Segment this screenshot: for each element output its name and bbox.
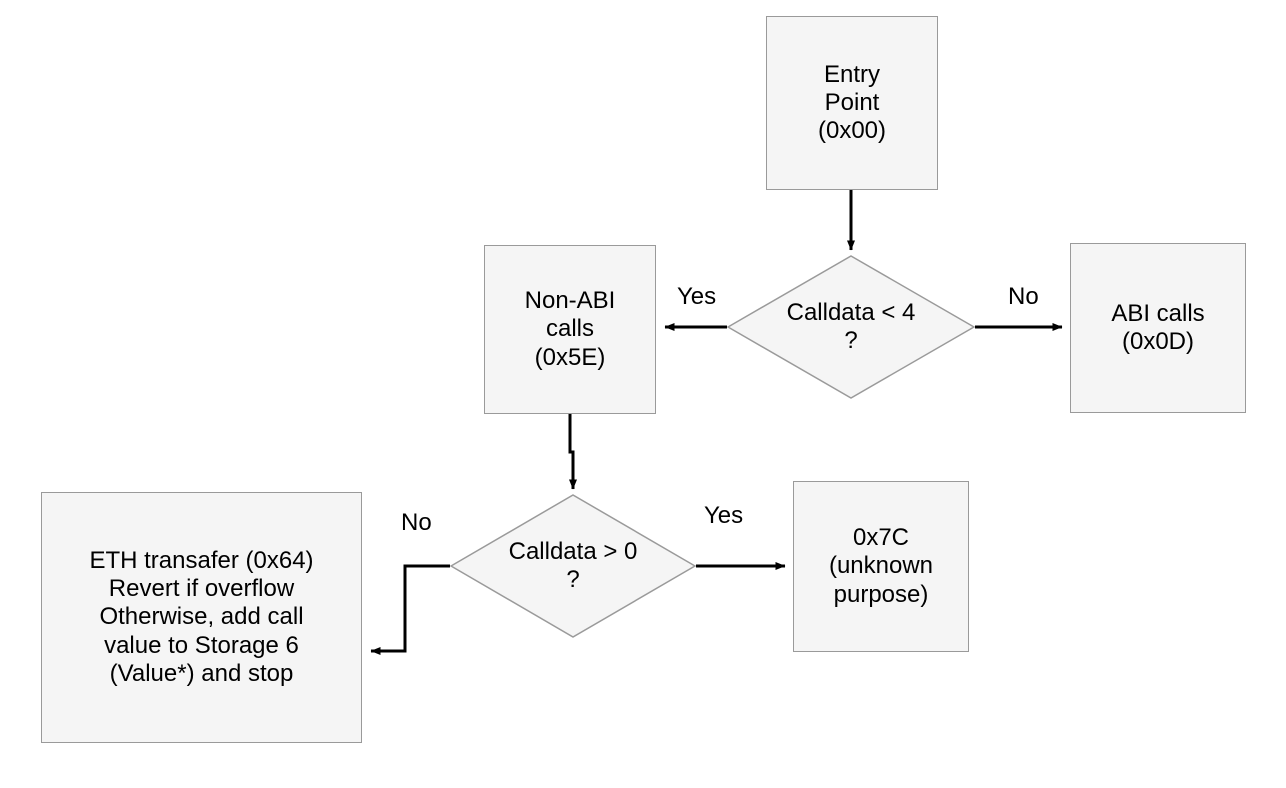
entry-point-node[interactable]: Entry Point (0x00) bbox=[766, 16, 938, 190]
edge-non-abi-to-calldata-gt-0 bbox=[568, 414, 577, 490]
edge-label-yes-calldata-gt-0: Yes bbox=[704, 502, 744, 529]
abi-calls-label: ABI calls (0x0D) bbox=[1111, 299, 1205, 355]
calldata-less-than-4-label: Calldata < 4 ? bbox=[786, 298, 916, 354]
edge-label-no-calldata-gt-0: No bbox=[401, 509, 432, 536]
non-abi-calls-label: Non-ABI calls (0x5E) bbox=[524, 287, 616, 371]
calldata-greater-than-0-label: Calldata > 0 ? bbox=[508, 537, 638, 593]
edge-label-no-calldata-lt-4: No bbox=[1008, 283, 1039, 310]
unknown-purpose-label: 0x7C (unknown purpose) bbox=[828, 524, 934, 608]
edge-calldata-gt-0-no-to-eth-transfer bbox=[370, 564, 450, 655]
entry-point-label: Entry Point (0x00) bbox=[817, 60, 887, 145]
calldata-greater-than-0-decision[interactable]: Calldata > 0 ? bbox=[450, 494, 696, 638]
non-abi-calls-node[interactable]: Non-ABI calls (0x5E) bbox=[484, 245, 656, 414]
edge-label-yes-calldata-lt-4: Yes bbox=[677, 283, 717, 310]
diamond-shape-icon bbox=[727, 255, 975, 399]
calldata-less-than-4-decision[interactable]: Calldata < 4 ? bbox=[727, 255, 975, 399]
abi-calls-node[interactable]: ABI calls (0x0D) bbox=[1070, 243, 1246, 413]
eth-transfer-node[interactable]: ETH transafer (0x64) Revert if overflow … bbox=[41, 492, 362, 743]
unknown-purpose-node[interactable]: 0x7C (unknown purpose) bbox=[793, 481, 969, 652]
eth-transfer-label: ETH transafer (0x64) Revert if overflow … bbox=[89, 546, 314, 687]
diamond-shape-icon bbox=[450, 494, 696, 638]
